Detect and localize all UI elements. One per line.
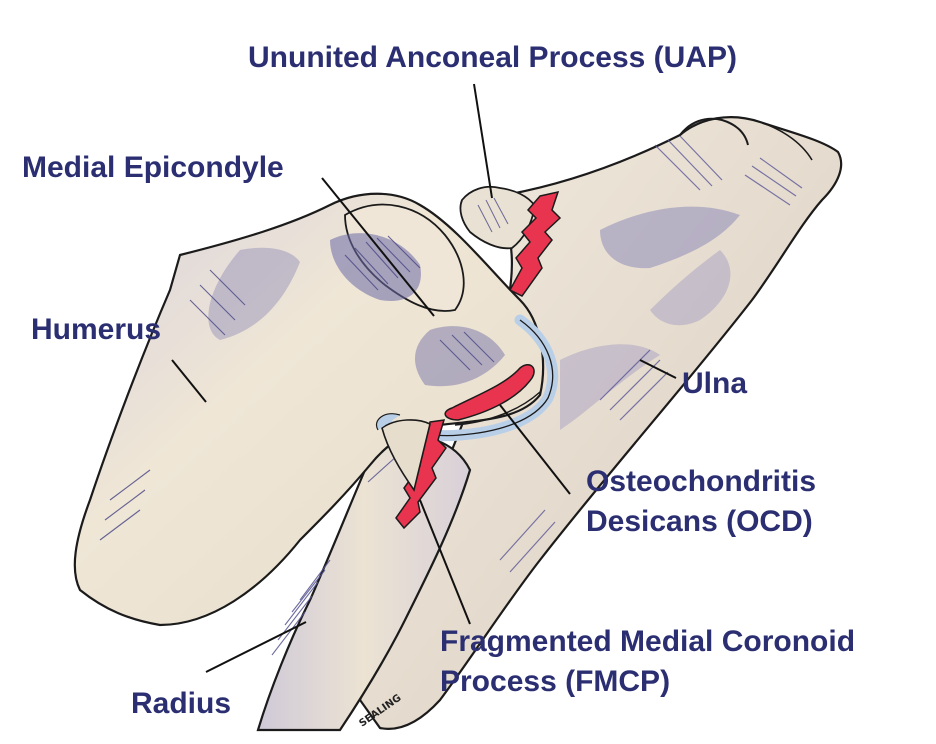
label-medial-epicondyle: Medial Epicondyle [22, 151, 284, 184]
humerus-leader-line [171, 359, 207, 403]
label-fmcp-line1: Fragmented Medial Coronoid [440, 625, 856, 658]
ocd-leader-line [499, 404, 571, 495]
fmcp-leader-line [419, 499, 471, 625]
label-fmcp-line2: Process (FMCP) [440, 665, 671, 698]
label-humerus: Humerus [31, 313, 162, 346]
radius-leader-line [205, 621, 307, 673]
ulna-bone [358, 116, 843, 730]
medial-epicondyle-leader-line [321, 177, 435, 317]
ocd-lesion [444, 364, 535, 421]
label-ocd-line2: Desicans (OCD) [586, 505, 813, 538]
label-ocd-line1: Osteochondritis [586, 465, 817, 498]
uap-leader-line [473, 83, 493, 199]
leader-lines [171, 83, 677, 673]
label-ulna: Ulna [682, 367, 748, 400]
humerus-bone [73, 192, 545, 627]
ocd-fragment [454, 391, 541, 426]
fmcp-fragment [381, 419, 431, 492]
label-uap: Ununited Anconeal Process (UAP) [248, 41, 737, 74]
ulna-leader-line [639, 359, 677, 379]
label-radius: Radius [131, 687, 232, 720]
uap-fracture-lesion [508, 190, 562, 297]
